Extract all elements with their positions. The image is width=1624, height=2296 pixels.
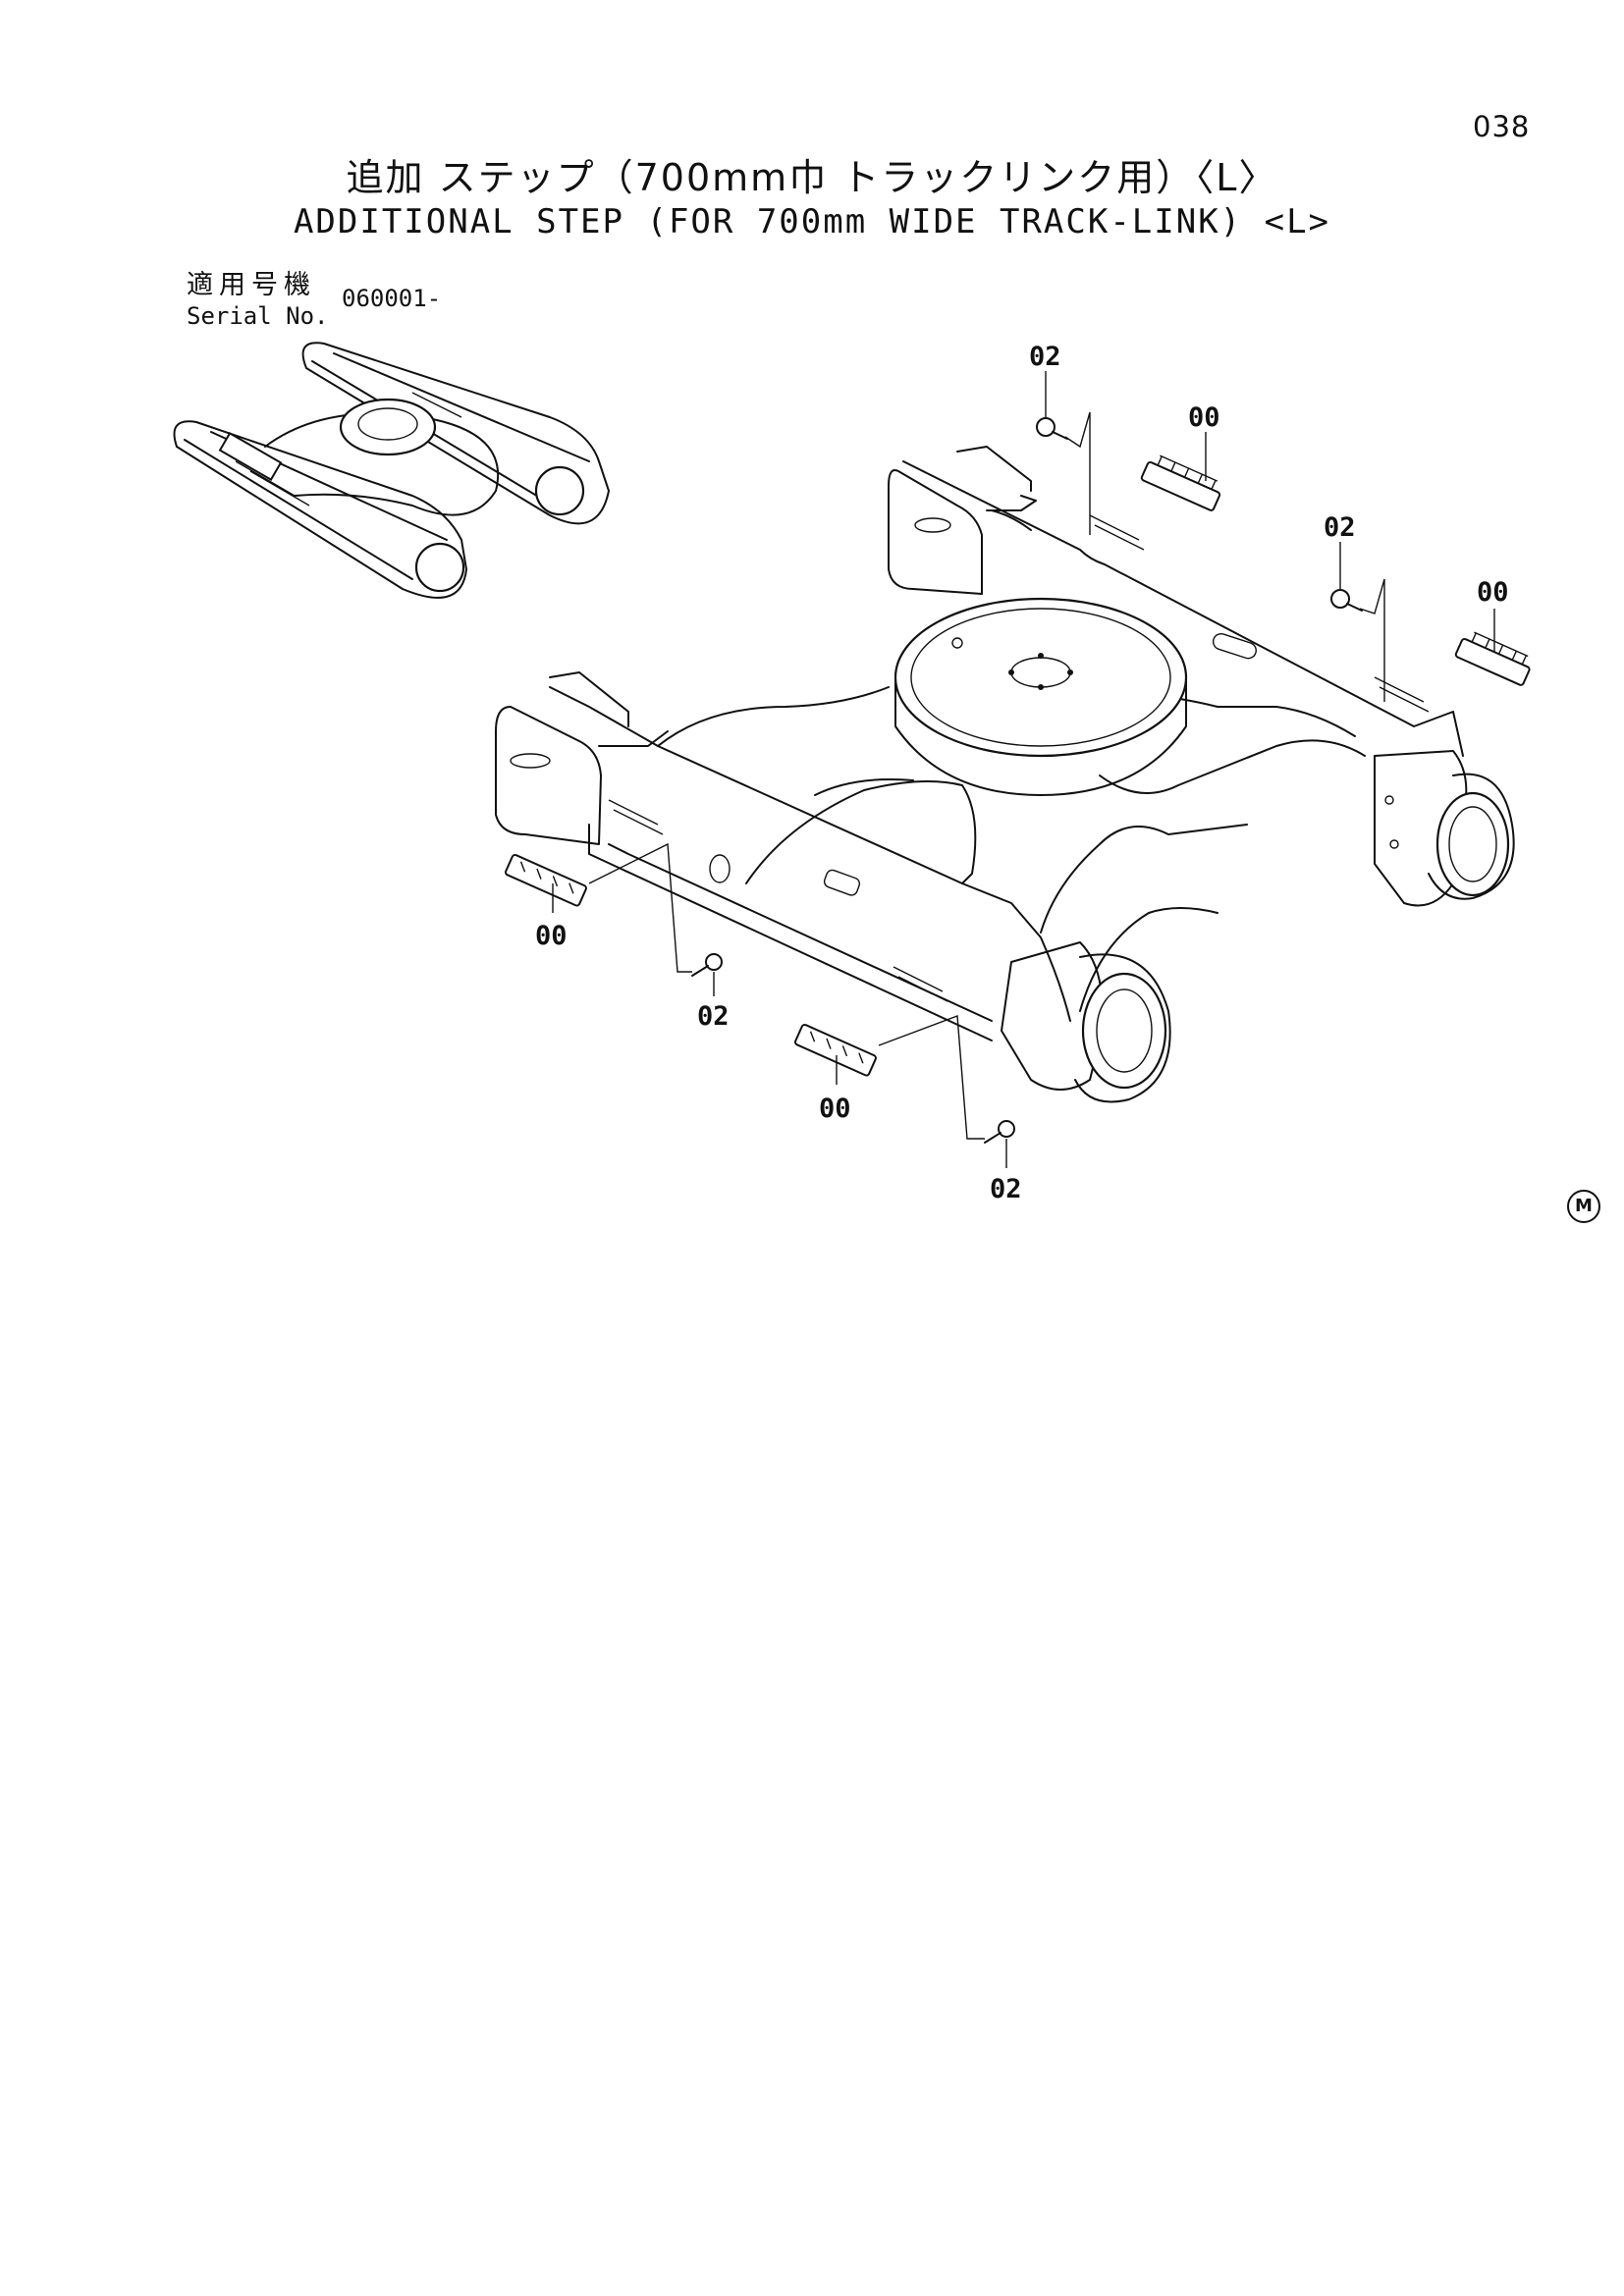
leader-lines	[552, 371, 1495, 1168]
callouts: 02 00 02 00 00 02 00 02	[535, 342, 1509, 1204]
callout-02-right: 02	[1324, 512, 1356, 543]
callout-00-bottom: 00	[819, 1094, 851, 1124]
step-plates	[505, 454, 1531, 1077]
page-number: 038	[1473, 110, 1531, 143]
track-frame-main-view	[495, 446, 1515, 1103]
serial-label-english: Serial No.	[187, 302, 329, 330]
m-mark-symbol: M	[1567, 1190, 1600, 1223]
title-japanese: 追加 ステップ（700mm巾 トラックリンク用）〈L〉	[346, 156, 1278, 199]
callout-00-right: 00	[1477, 577, 1509, 608]
serial-label-japanese: 適用号機	[187, 270, 316, 300]
callout-02-top: 02	[1029, 342, 1061, 372]
undercarriage-overview-thumbnail	[173, 342, 610, 599]
callout-02-bottom: 02	[990, 1174, 1022, 1204]
callout-00-top: 00	[1188, 402, 1220, 433]
callout-02-left: 02	[697, 1001, 730, 1032]
serial-number-value: 060001-	[342, 285, 442, 312]
callout-00-left: 00	[535, 921, 568, 951]
bolts	[691, 417, 1363, 1144]
title-english: ADDITIONAL STEP (FOR 700mm WIDE TRACK-LI…	[293, 202, 1331, 241]
